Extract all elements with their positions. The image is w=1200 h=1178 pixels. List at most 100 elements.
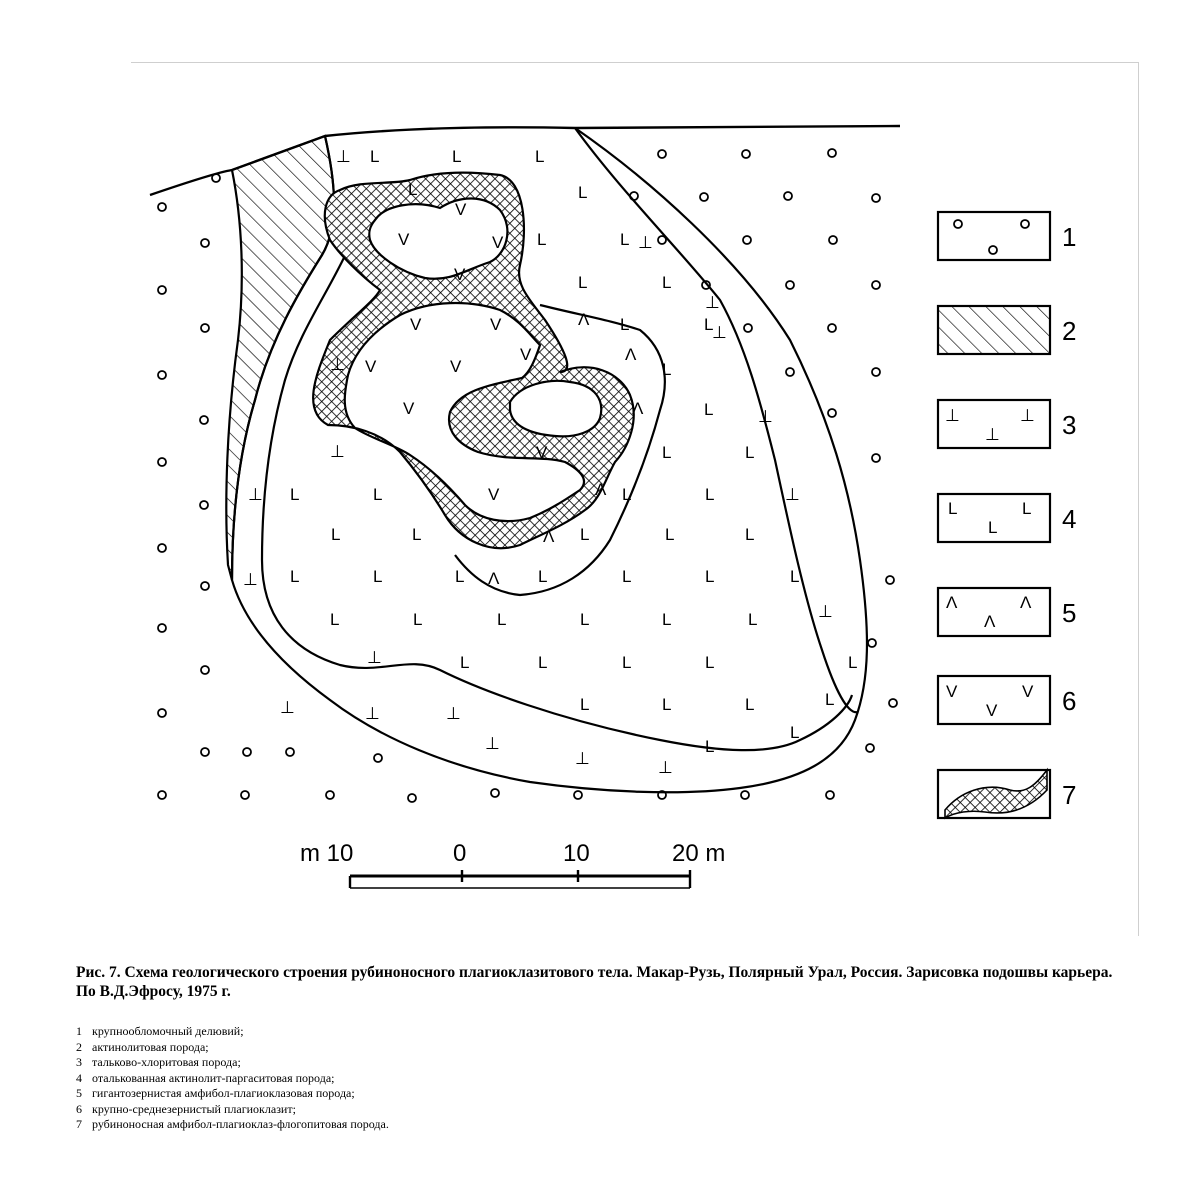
- svg-text:L: L: [745, 443, 754, 462]
- legend-list-text: оталькованная актинолит-паргаситовая пор…: [92, 1070, 335, 1085]
- quarry-edge-line: [149, 124, 901, 197]
- legend-number-1: 1: [1062, 222, 1076, 252]
- svg-text:L: L: [705, 567, 714, 586]
- svg-text:V: V: [520, 345, 532, 364]
- scale-label-left: m 10: [300, 840, 353, 867]
- legend-number-5: 5: [1062, 598, 1076, 628]
- svg-text:L: L: [452, 147, 461, 166]
- svg-text:L: L: [580, 525, 589, 544]
- giant-grained-zone-contact: [454, 303, 666, 597]
- body-inner-contact: [260, 244, 854, 752]
- svg-text:⊥: ⊥: [365, 704, 380, 723]
- legend-number-4: 4: [1062, 504, 1076, 534]
- colluvium-symbols: [157, 148, 898, 803]
- svg-text:V: V: [398, 230, 410, 249]
- svg-text:Λ: Λ: [595, 480, 607, 499]
- legend-list-text: рубиноносная амфибол-плагиоклаз-флогопит…: [92, 1117, 389, 1131]
- svg-text:L: L: [662, 610, 671, 629]
- svg-text:L: L: [370, 147, 379, 166]
- svg-text:L: L: [620, 315, 629, 334]
- svg-text:⊥: ⊥: [705, 293, 720, 312]
- svg-text:L: L: [665, 525, 674, 544]
- plagioclasite-core-lens: [508, 379, 603, 438]
- svg-text:L: L: [408, 180, 417, 199]
- svg-text:L: L: [705, 737, 714, 756]
- svg-text:V: V: [365, 357, 377, 376]
- legend-list-item: 5 гигантозернистая амфибол-плагиоклазовая…: [76, 1086, 776, 1102]
- scale-label-right: 20 m: [672, 840, 725, 867]
- legend-list-number: 2: [76, 1039, 82, 1054]
- scale-bar: m 10 0 10 20 m: [300, 840, 725, 889]
- actinolite-zone: [225, 134, 336, 581]
- svg-text:Λ: Λ: [543, 527, 555, 546]
- legend-number-3: 3: [1062, 410, 1076, 440]
- svg-text:L: L: [622, 485, 631, 504]
- legend-list-number: 1: [76, 1024, 82, 1038]
- legend-list-item: 6 крупно-среднезернистый плагиоклазит;: [76, 1102, 776, 1118]
- svg-text:⊥: ⊥: [758, 407, 773, 426]
- svg-text:V: V: [986, 701, 998, 720]
- svg-text:V: V: [455, 200, 467, 219]
- svg-text:L: L: [848, 653, 857, 672]
- svg-text:Λ: Λ: [1020, 593, 1032, 612]
- svg-text:V: V: [410, 315, 422, 334]
- svg-text:⊥: ⊥: [336, 147, 351, 166]
- legend-list-text: гигантозернистая амфибол-плагиоклазовая …: [92, 1086, 355, 1100]
- legend-item-2: 2: [936, 304, 1076, 356]
- svg-text:L: L: [413, 610, 422, 629]
- svg-text:L: L: [578, 183, 587, 202]
- legend-list-item: 1 крупнообломочный делювий;: [76, 1024, 776, 1040]
- svg-text:⊥: ⊥: [575, 749, 590, 768]
- svg-text:L: L: [705, 653, 714, 672]
- svg-text:⊥: ⊥: [330, 442, 345, 461]
- legend-list-number: 4: [76, 1070, 82, 1085]
- svg-text:⊥: ⊥: [248, 485, 263, 504]
- svg-text:⊥: ⊥: [1020, 406, 1035, 425]
- svg-text:L: L: [331, 525, 340, 544]
- svg-text:L: L: [290, 567, 299, 586]
- svg-text:L: L: [460, 653, 469, 672]
- svg-text:⊥: ⊥: [330, 355, 345, 374]
- svg-text:L: L: [662, 273, 671, 292]
- svg-text:Λ: Λ: [984, 612, 996, 631]
- svg-text:L: L: [704, 400, 713, 419]
- svg-text:L: L: [412, 525, 421, 544]
- giant-grained-symbols: ΛΛΛ ΛΛΛ: [488, 310, 644, 588]
- svg-text:L: L: [705, 485, 714, 504]
- svg-text:Λ: Λ: [488, 569, 500, 588]
- svg-text:Λ: Λ: [578, 310, 590, 329]
- svg-text:L: L: [662, 360, 671, 379]
- legend-item-3: ⊥⊥⊥ 3: [936, 398, 1076, 450]
- svg-text:⊥: ⊥: [446, 704, 461, 723]
- eastern-contact: [574, 127, 859, 714]
- svg-text:L: L: [790, 723, 799, 742]
- map-frame: [131, 62, 1139, 936]
- svg-text:V: V: [490, 315, 502, 334]
- legend-list-text: крупно-среднезернистый плагиоклазит;: [92, 1101, 296, 1116]
- svg-text:V: V: [403, 399, 415, 418]
- svg-text:V: V: [536, 443, 548, 462]
- legend-item-1: 1: [936, 210, 1076, 262]
- legend-list-number: 6: [76, 1101, 82, 1116]
- svg-text:L: L: [330, 610, 339, 629]
- svg-text:⊥: ⊥: [280, 698, 295, 717]
- svg-text:⊥: ⊥: [243, 570, 258, 589]
- svg-text:L: L: [535, 147, 544, 166]
- svg-text:L: L: [662, 695, 671, 714]
- scale-tick-0: 0: [453, 840, 466, 867]
- svg-text:⊥: ⊥: [818, 602, 833, 621]
- legend-list-text: крупнообломочный делювий;: [92, 1024, 244, 1038]
- svg-text:L: L: [580, 610, 589, 629]
- svg-text:L: L: [745, 695, 754, 714]
- svg-text:L: L: [373, 567, 382, 586]
- svg-text:V: V: [454, 265, 466, 284]
- legend-list-number: 5: [76, 1086, 82, 1100]
